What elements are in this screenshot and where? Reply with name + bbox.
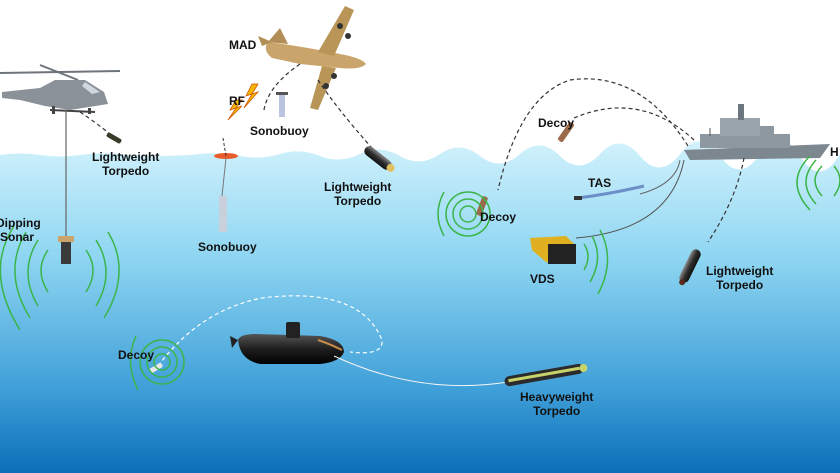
ship-torpedo-icon [679, 249, 701, 286]
heli-torpedo-label: Lightweight Torpedo [92, 150, 160, 178]
sonobuoy-air-label: Sonobuoy [250, 124, 309, 138]
rf-lightning-icon [227, 83, 260, 121]
plane-torpedo-icon [364, 146, 395, 172]
decoy-water-rings [437, 191, 491, 237]
ship-torpedo-label: Lightweight Torpedo [706, 264, 774, 292]
vds-cable [575, 159, 685, 239]
sea [0, 139, 840, 473]
frigate-icon [684, 104, 830, 160]
decoy-sub-label: Decoy [118, 348, 155, 362]
decoy-ship-water-label: Decoy [480, 210, 517, 224]
patrol-aircraft-icon [258, 6, 366, 110]
aircraft-flight-path [263, 63, 373, 149]
heavyweight-torpedo-label: Heavyweight Torpedo [520, 390, 594, 418]
ship-torpedo-path [707, 157, 745, 243]
rf-label: RF [229, 94, 245, 108]
decoy-sub-rings [129, 335, 185, 391]
hms-label: H [830, 145, 839, 159]
decoy-air-path [573, 107, 695, 141]
plane-torpedo-label: Lightweight Torpedo [324, 180, 392, 208]
heli-torpedo-icon [106, 132, 122, 144]
dipping-sonar-icon [58, 236, 74, 264]
decoy-water-icon [476, 196, 488, 216]
vds-body-icon [530, 236, 576, 264]
dipping-sonar-rings [0, 225, 120, 331]
submarine-icon [230, 322, 344, 364]
vds-label: VDS [530, 272, 555, 286]
tas-label: TAS [588, 176, 612, 190]
tas-cable [639, 159, 681, 195]
heavyweight-wire [333, 355, 509, 387]
decoy-ship-path [497, 78, 689, 191]
decoy-sub-path [157, 295, 383, 367]
helicopter-icon [0, 64, 121, 114]
hull-sonar-rings [796, 155, 840, 211]
heli-torpedo-path [79, 111, 111, 135]
dipping-sonar-label: Dipping Sonar [0, 216, 41, 244]
sonobuoy-air-icon [276, 92, 288, 117]
decoy-ship-air-label: Decoy [538, 116, 575, 130]
sonobuoy-water-icon [214, 137, 238, 232]
tas-array-icon [574, 184, 645, 200]
vds-rings [583, 229, 609, 295]
heavyweight-torpedo-icon [504, 363, 588, 387]
sonobuoy-water-label: Sonobuoy [198, 240, 257, 254]
decoy-air-icon [558, 122, 574, 142]
mad-label: MAD [229, 38, 257, 52]
